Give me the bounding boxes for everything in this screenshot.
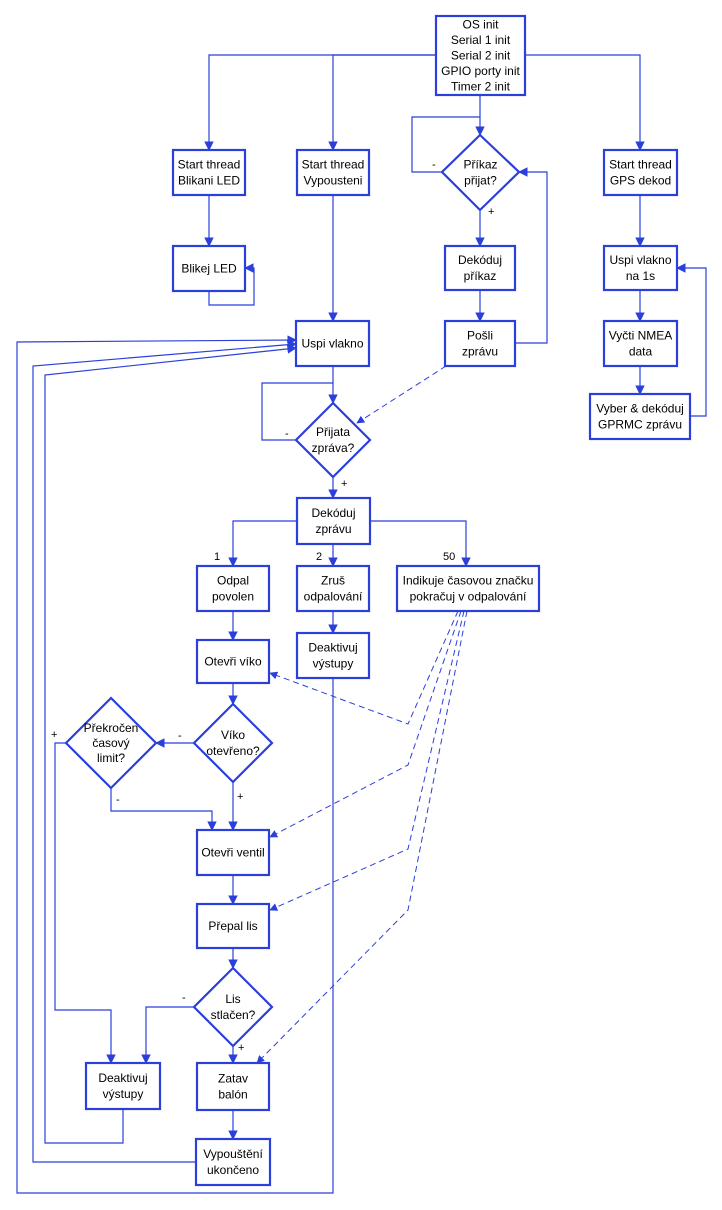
- dashed-connectors: [257, 366, 467, 1063]
- label-line: zprávu: [315, 522, 351, 536]
- node-prijata-diamond: [296, 403, 370, 477]
- label-uspi: Uspi vlakno: [301, 337, 363, 351]
- node-ukonceno-box: [196, 1139, 270, 1185]
- label-line: příkaz: [464, 269, 497, 283]
- label-line: Lis: [225, 992, 240, 1006]
- edge-branch-1: [233, 521, 297, 566]
- edge-label-viko-no: -: [178, 730, 182, 742]
- label-line: Uspi vlakno: [609, 253, 671, 267]
- label-line: GPRMC zprávu: [598, 418, 682, 432]
- label-otevri-viko: Otevři víko: [204, 655, 262, 669]
- label-line: Start thread: [178, 158, 241, 172]
- label-line: Příkaz: [463, 158, 497, 172]
- edge-label-prikaz-yes: +: [488, 206, 494, 218]
- label-line: Dekóduj: [311, 506, 355, 520]
- label-line: limit?: [97, 751, 125, 765]
- label-led-blink: Blikej LED: [181, 262, 237, 276]
- label-line: Zatav: [218, 1072, 248, 1086]
- label-line: zprávu: [462, 345, 498, 359]
- node-zatav-box: [197, 1063, 269, 1110]
- label-line: OS init: [462, 18, 499, 32]
- node-shapes: [66, 16, 690, 1185]
- edge-init-to-vyp: [333, 55, 436, 150]
- label-line: Start thread: [302, 158, 365, 172]
- edge-posli-to-prijata: [357, 366, 446, 423]
- label-line: povolen: [212, 590, 254, 604]
- label-line: Timer 2 init: [451, 80, 511, 94]
- label-line: Uspi vlakno: [301, 337, 363, 351]
- node-viko-diamond: [194, 704, 272, 782]
- label-line: Přijata: [316, 425, 350, 439]
- label-line: Serial 1 init: [451, 33, 511, 47]
- label-line: přijat?: [464, 174, 497, 188]
- label-line: Přepal lis: [208, 919, 257, 933]
- label-line: Překročen: [84, 721, 139, 735]
- edge-limit-no: [111, 782, 212, 830]
- edge-label-branch-2: 2: [316, 551, 322, 563]
- label-line: stlačen?: [211, 1008, 256, 1022]
- label-line: Deaktivuj: [98, 1071, 147, 1085]
- label-line: Indikuje časovou značku: [403, 574, 534, 588]
- edge-init-to-led: [209, 55, 436, 150]
- edge-label-prijata-yes: +: [341, 478, 347, 490]
- label-line: Víko: [221, 728, 245, 742]
- label-line: Odpal: [217, 574, 249, 588]
- label-line: Serial 2 init: [451, 49, 511, 63]
- label-line: odpalování: [304, 590, 363, 604]
- label-line: Otevři ventil: [201, 846, 264, 860]
- label-line: výstupy: [313, 657, 354, 671]
- node-prikaz-diamond: [442, 135, 519, 210]
- edge-lisq-no: [146, 1007, 194, 1063]
- label-prepal: Přepal lis: [208, 919, 257, 933]
- edge-label-prijata-no: -: [285, 428, 289, 440]
- label-line: Dekóduj: [458, 253, 502, 267]
- edge-label-prikaz-no: -: [432, 159, 436, 171]
- label-line: Vypouštění: [203, 1147, 263, 1161]
- edge-label-lis-yes: +: [238, 1042, 244, 1054]
- label-line: Vyčti NMEA: [609, 329, 673, 343]
- edge-label-lis-no: -: [182, 992, 186, 1004]
- label-line: GPIO porty init: [441, 64, 520, 78]
- label-line: GPS dekod: [610, 174, 671, 188]
- node-dekoduj-zpr-box: [297, 498, 370, 544]
- label-line: ukončeno: [207, 1163, 259, 1177]
- edge-posli-loop: [515, 172, 547, 343]
- label-line: Vyber & dekóduj: [596, 402, 684, 416]
- label-line: zpráva?: [312, 441, 355, 455]
- edge-label-limit-no: -: [116, 794, 120, 806]
- label-otevri-ventil: Otevři ventil: [201, 846, 264, 860]
- edge-label-branch-1: 1: [214, 551, 220, 563]
- label-line: Blikej LED: [181, 262, 237, 276]
- edge-limit-yes: [55, 743, 111, 1063]
- edge-label-viko-yes: +: [237, 791, 243, 803]
- label-line: Pošli: [467, 329, 493, 343]
- node-lis-diamond: [194, 968, 272, 1046]
- label-line: Zruš: [321, 574, 345, 588]
- label-line: otevřeno?: [206, 744, 260, 758]
- label-line: Otevři víko: [204, 655, 262, 669]
- label-line: výstupy: [103, 1087, 144, 1101]
- edge-deakt2-return: [17, 340, 333, 1193]
- label-line: Blikani LED: [178, 174, 240, 188]
- connectors: [17, 55, 706, 1193]
- label-line: na 1s: [626, 269, 655, 283]
- edge-label-limit-yes: +: [51, 729, 57, 741]
- label-line: Deaktivuj: [308, 641, 357, 655]
- label-line: Vypousteni: [304, 174, 363, 188]
- edge-label-branch-50: 50: [443, 551, 455, 563]
- label-line: pokračuj v odpalování: [410, 590, 527, 604]
- node-deakt1-box: [86, 1063, 160, 1109]
- label-line: časový: [92, 736, 129, 750]
- edge-init-to-gps: [525, 55, 640, 150]
- label-line: Start thread: [609, 158, 672, 172]
- label-line: balón: [218, 1088, 247, 1102]
- label-line: data: [629, 345, 653, 359]
